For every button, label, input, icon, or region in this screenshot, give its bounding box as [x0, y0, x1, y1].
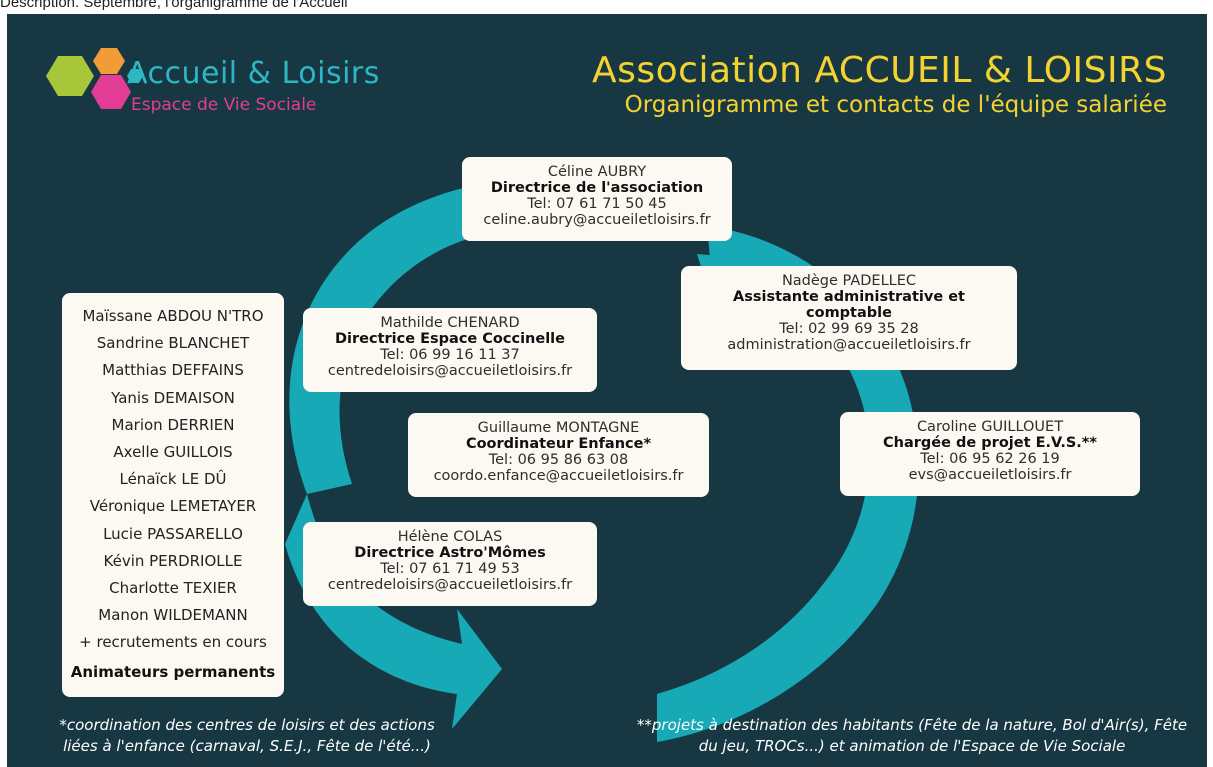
- staff-name: + recrutements en cours: [79, 633, 267, 652]
- org-chart-panel: Accueil & Loisirs Espace de Vie Sociale …: [7, 14, 1207, 767]
- card-phone: Tel: 06 99 16 11 37: [380, 347, 520, 363]
- staff-name: Manon WILDEMANN: [98, 606, 248, 625]
- page-subtitle: Organigramme et contacts de l'équipe sal…: [624, 92, 1167, 118]
- staff-name: Kévin PERDRIOLLE: [103, 551, 243, 570]
- card-name: Hélène COLAS: [397, 529, 503, 545]
- footnote-right-line1: **projets à destination des habitants (F…: [636, 716, 1188, 734]
- logo-subtitle: Espace de Vie Sociale: [131, 95, 317, 115]
- card-phone: Tel: 06 95 86 63 08: [488, 452, 629, 468]
- card-email: celine.aubry@accueiletloisirs.fr: [483, 212, 711, 228]
- staff-name: Matthias DEFFAINS: [102, 361, 244, 380]
- staff-name: Axelle GUILLOIS: [113, 443, 233, 462]
- card-name: Nadège PADELLEC: [781, 273, 917, 289]
- staff-name: Lénaïck LE DÛ: [119, 470, 227, 489]
- card-phone: Tel: 06 95 62 26 19: [920, 451, 1060, 467]
- cycle-arrow-bottom: [285, 494, 502, 729]
- staff-title: Animateurs permanents: [70, 662, 276, 681]
- card-name: Mathilde CHENARD: [380, 315, 520, 331]
- card-name: Caroline GUILLOUET: [916, 419, 1064, 435]
- card-role: Coordinateur Enfance*: [465, 436, 652, 452]
- card-guillaume-montagne: Guillaume MONTAGNE Coordinateur Enfance*…: [408, 413, 709, 497]
- card-role: Chargée de projet E.V.S.**: [883, 435, 1097, 451]
- staff-name: Marion DERRIEN: [111, 415, 235, 434]
- footnote-left: *coordination des centres de loisirs et …: [37, 715, 457, 757]
- card-email: evs@accueiletloisirs.fr: [908, 467, 1072, 483]
- card-celine-aubry: Céline AUBRY Directrice de l'association…: [462, 157, 732, 241]
- staff-name: Yanis DEMAISON: [111, 388, 235, 407]
- footnote-left-line1: *coordination des centres de loisirs et …: [59, 716, 435, 734]
- footnote-left-line2: liées à l'enfance (carnaval, S.E.J., Fêt…: [63, 737, 431, 755]
- logo-title: Accueil & Loisirs: [127, 56, 380, 91]
- card-email: administration@accueiletloisirs.fr: [727, 337, 971, 353]
- card-mathilde-chenard: Mathilde CHENARD Directrice Espace Cocci…: [303, 308, 597, 392]
- card-name: Céline AUBRY: [547, 164, 647, 180]
- card-name: Guillaume MONTAGNE: [477, 420, 640, 436]
- card-email: coordo.enfance@accueiletloisirs.fr: [433, 468, 684, 484]
- card-nadege-padellec: Nadège PADELLEC Assistante administrativ…: [681, 266, 1017, 370]
- card-phone: Tel: 02 99 69 35 28: [779, 321, 919, 337]
- card-email: centredeloisirs@accueiletloisirs.fr: [327, 577, 573, 593]
- footnote-right-line2: du jeu, TROCs...) et animation de l'Espa…: [698, 737, 1126, 755]
- staff-name: Véronique LEMETAYER: [89, 497, 257, 516]
- staff-name: Maïssane ABDOU N'TRO: [82, 307, 264, 325]
- card-role: Assistante administrative et comptable: [733, 289, 965, 321]
- staff-name: Sandrine BLANCHET: [96, 334, 250, 353]
- card-phone: Tel: 07 61 71 50 45: [527, 196, 667, 212]
- logo: [41, 48, 381, 118]
- card-phone: Tel: 07 61 71 49 53: [380, 561, 520, 577]
- card-caroline-guillouet: Caroline GUILLOUET Chargée de projet E.V…: [840, 412, 1140, 496]
- staff-name: Charlotte TEXIER: [109, 579, 237, 598]
- card-role: Directrice de l'association: [490, 180, 704, 196]
- cycle-arrow-top: [289, 179, 527, 494]
- page-title: Association ACCUEIL & LOISIRS: [592, 50, 1167, 91]
- hexagon-logo-icon: [46, 48, 143, 109]
- card-role: Directrice Espace Coccinelle: [335, 331, 565, 347]
- card-email: centredeloisirs@accueiletloisirs.fr: [327, 363, 573, 379]
- staff-name: Lucie PASSARELLO: [103, 524, 243, 543]
- footnote-right: **projets à destination des habitants (F…: [617, 715, 1207, 757]
- card-helene-colas: Hélène COLAS Directrice Astro'Mômes Tel:…: [303, 522, 597, 606]
- staff-list: Maïssane ABDOU N'TRO Sandrine BLANCHET M…: [62, 293, 284, 697]
- card-role: Directrice Astro'Mômes: [354, 545, 546, 561]
- top-caption: Description. Septembre, l'organigramme d…: [0, 0, 348, 10]
